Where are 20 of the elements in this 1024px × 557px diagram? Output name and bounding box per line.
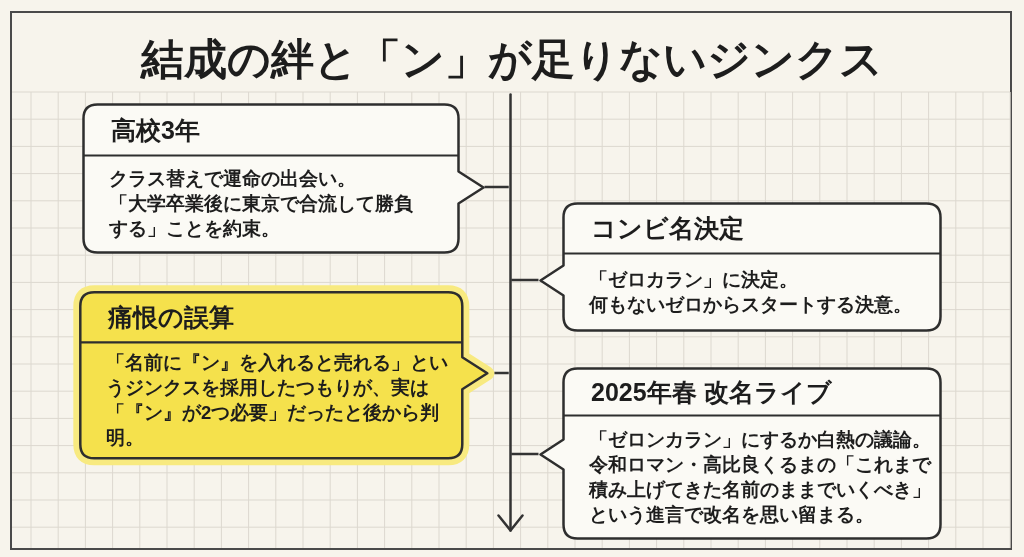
callout-box [538,366,942,540]
callout-text: 「名前に『ン』を入れると売れる」というジンクスを採用したつもりが、実は「『ン』が2つ必要」だったと後から判明。 [106,351,449,450]
callout-text: 「ゼロンカラン」にするか白熱の議論。 [589,427,931,452]
timeline-tick [484,185,509,189]
title: 結成の絆と「ン」が足りないジンクス [141,36,883,82]
callout-heading: 2025年春 改名ライブ [591,376,832,407]
callout-text: クラス替えで運命の出会い。 [109,167,356,191]
callout-text: 何もないゼロからスタートする決意。 [589,292,912,317]
timeline-tick [511,278,539,282]
callout-heading: コンビ名決定 [591,213,744,243]
timeline-tick [511,452,539,456]
callout-heading: 痛恨の誤算 [108,302,234,332]
callout-box [81,102,485,254]
callout-text: 令和ロマン・高比良くるまの「これまで積み上げてきた名前のままでいくべき」という進言で改名を思い留まる。 [589,452,933,527]
callout-text: 「ゼロカラン」に決定。 [589,267,798,292]
callout-box [72,284,495,466]
callout-box [538,201,942,332]
timeline-arrow [496,92,524,532]
callout-heading: 高校3年 [111,114,200,145]
callout-text: 「大学卒業後に東京で合流して勝負する」ことを約束。 [109,192,414,241]
